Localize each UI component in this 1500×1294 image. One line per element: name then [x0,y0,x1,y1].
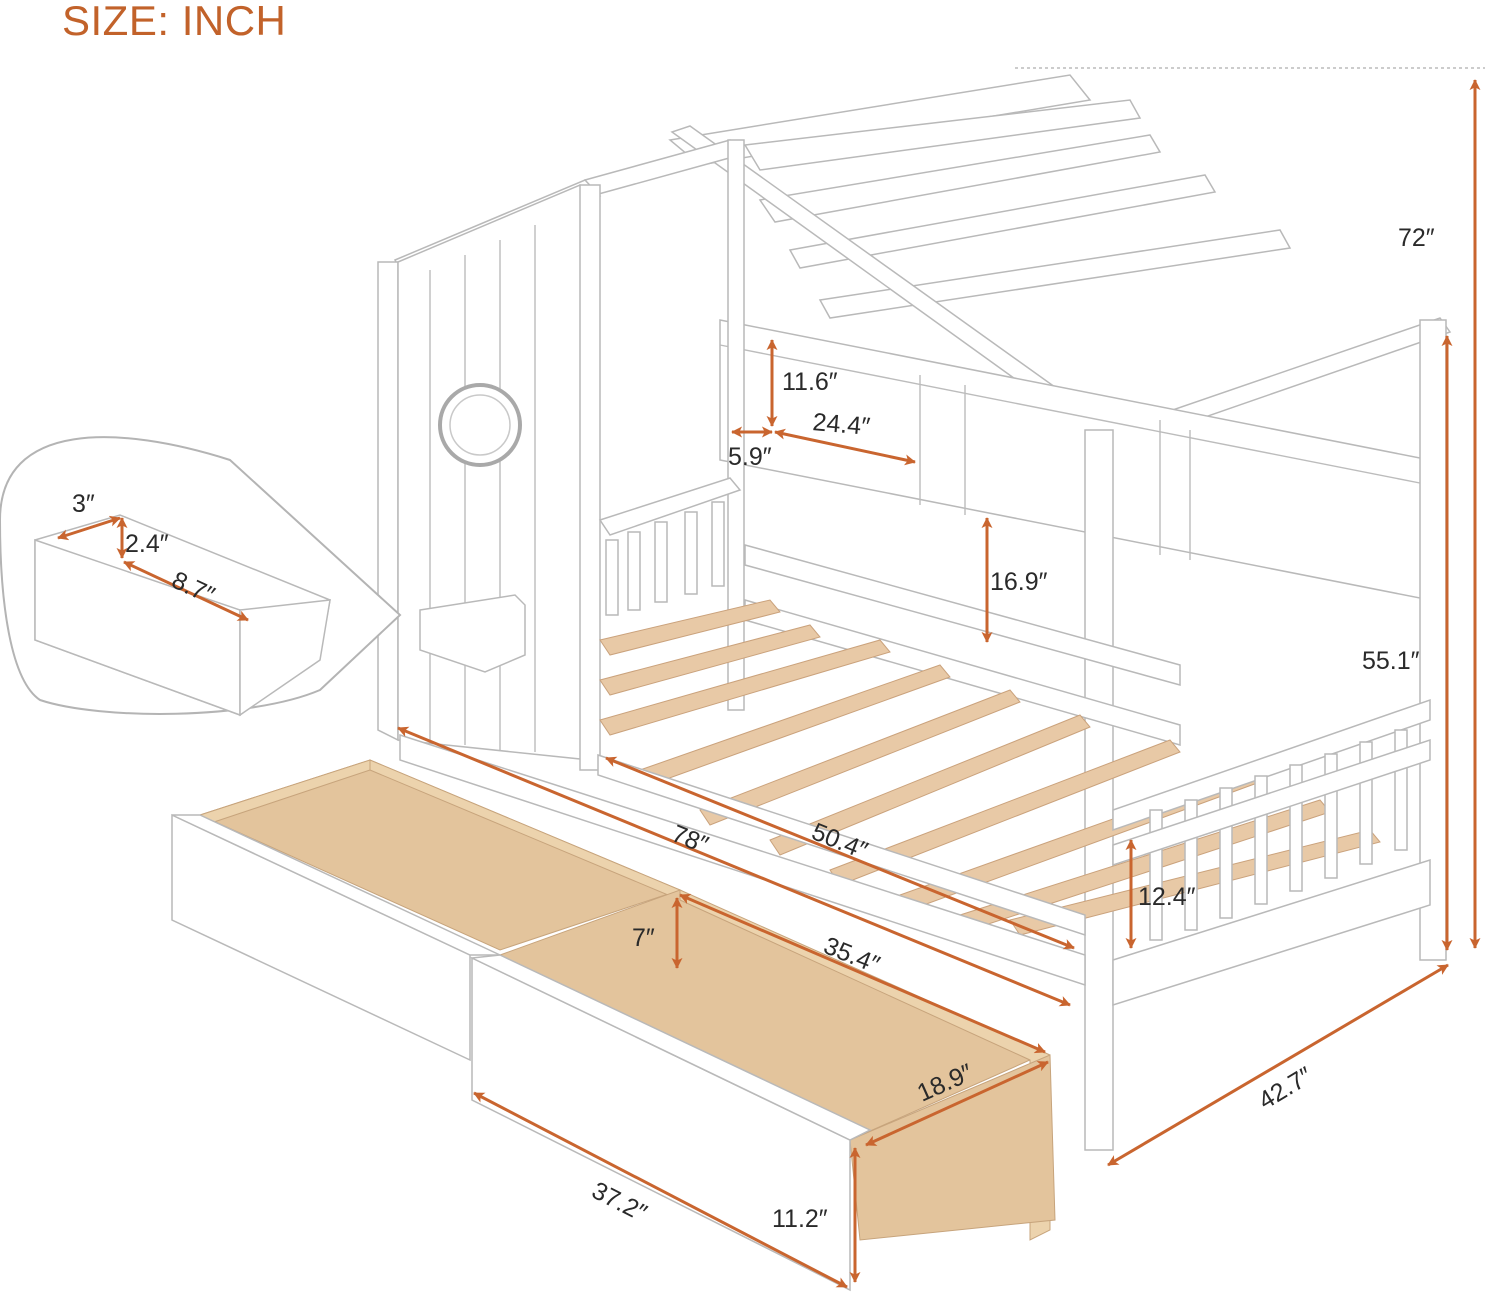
label-side-height: 55.1″ [1362,647,1420,675]
headboard-panel [377,184,601,771]
dimension-arrows [57,67,1485,1289]
label-shelf-width: 24.4″ [811,408,871,441]
footboard [1112,698,1431,1007]
bed-illustration [0,74,1452,1292]
label-shelf-depth: 5.9″ [728,443,772,471]
label-guard-height: 12.4″ [1138,883,1196,911]
label-total-width: 42.7″ [1254,1061,1318,1115]
arrow-shelf-width [774,428,916,466]
label-rail-gap: 16.9″ [990,568,1048,596]
label-drawer-height: 11.2″ [772,1205,828,1233]
arrow-tray-width [123,560,249,622]
arrow-drawers-total [473,1091,848,1289]
label-shelf-height: 11.6″ [782,368,838,396]
arrow-total-width [1107,963,1449,1167]
arrow-tray-depth [57,515,121,541]
dimension-labels: 72″ 55.1″ 11.6″ 24.4″ 5.9″ 16.9″ 78″ 50.… [72,224,1435,1233]
label-total-height: 72″ [1398,224,1435,252]
arrow-drawer-length [679,893,1046,1054]
roof [393,74,1452,451]
arrow-drawer-width [865,1060,1049,1147]
label-drawer-depth: 7″ [632,924,655,952]
label-tray-depth: 3″ [72,490,95,518]
label-tray-height: 2.4″ [125,530,169,558]
size-unit-title: SIZE: INCH [62,0,287,44]
